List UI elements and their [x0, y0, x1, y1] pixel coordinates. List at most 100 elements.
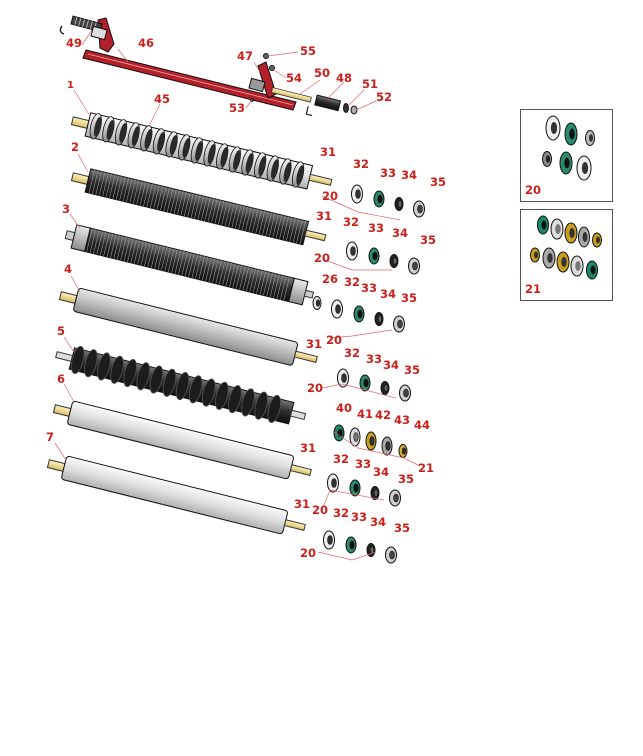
roller-groove	[120, 236, 127, 261]
spiral-flight	[241, 388, 255, 417]
kit20-seal-green-bore	[569, 128, 575, 140]
roller-groove	[286, 217, 293, 241]
roller-groove	[126, 178, 133, 203]
kit21-seal-gray-bore	[555, 224, 561, 234]
roller-groove	[153, 185, 160, 209]
kit20-bearing-bore	[588, 134, 594, 142]
roller-groove	[200, 196, 208, 221]
spiral-flight	[110, 355, 124, 384]
roller-groove	[119, 177, 126, 201]
roller-groove	[224, 202, 232, 227]
roller-groove	[122, 177, 129, 202]
callout-35: 35	[401, 291, 417, 305]
roller-groove	[183, 192, 191, 217]
roller-ring-groove	[270, 159, 279, 179]
callout-20: 20	[307, 381, 323, 395]
callout-20: 20	[314, 251, 330, 265]
bearing-35-bore	[403, 388, 409, 398]
kit20-seal-bore	[550, 122, 558, 134]
roller-groove	[249, 268, 256, 293]
callout-47: 47	[237, 49, 253, 63]
kit21-seal-green-bore	[541, 220, 547, 230]
callout-35: 35	[404, 363, 420, 377]
roller-groove	[238, 205, 245, 230]
callout-44: 44	[414, 418, 430, 432]
roller-groove	[296, 219, 303, 244]
rod-50	[270, 87, 312, 103]
roller-groove	[198, 256, 205, 280]
roller-groove	[115, 176, 123, 200]
roller-groove	[207, 198, 215, 222]
roller-ring-groove	[169, 135, 178, 155]
callout-32: 32	[344, 346, 360, 360]
callout-46: 46	[138, 36, 154, 50]
seal-32-bore	[350, 246, 356, 256]
callout-34: 34	[392, 226, 408, 240]
roller-groove	[242, 266, 249, 291]
roller-groove	[154, 245, 161, 269]
roller-groove	[248, 208, 255, 232]
roller-groove	[292, 219, 300, 243]
spiral-flight	[254, 391, 268, 420]
roller-groove	[136, 181, 143, 205]
roller-groove	[181, 251, 188, 276]
seal-32-bore	[355, 189, 361, 199]
roller-groove	[174, 250, 182, 274]
callout-4: 4	[64, 262, 72, 276]
roller-groove	[232, 264, 239, 288]
roller-groove	[235, 265, 243, 289]
callout-1: 1	[67, 80, 74, 91]
kit20-seal-2-bore	[581, 162, 589, 174]
callout-32: 32	[333, 452, 349, 466]
roller-groove	[246, 267, 253, 292]
roller-groove	[96, 231, 103, 255]
roller-groove	[139, 182, 146, 206]
roller-groove	[116, 236, 124, 260]
lever-pivot	[248, 77, 266, 93]
roller-groove	[218, 261, 226, 285]
roller-groove	[258, 210, 266, 235]
bearing-35-bore	[397, 319, 403, 329]
callout-33: 33	[351, 510, 367, 524]
roller-4	[58, 287, 318, 366]
kit21-washer-gold-bore	[595, 236, 601, 244]
roller-groove	[269, 273, 277, 298]
callout-20: 20	[322, 189, 338, 203]
roller-ring-groove	[93, 117, 102, 137]
washer-34-bore	[369, 546, 375, 554]
roller-groove	[262, 211, 269, 236]
roller-groove	[110, 234, 117, 258]
spiral-flight	[71, 345, 85, 374]
roller-2	[70, 168, 327, 246]
callout-49: 49	[66, 36, 82, 50]
seal-32-bore	[341, 373, 347, 383]
roller-groove	[276, 275, 283, 299]
spiral-flight	[136, 362, 150, 391]
roller-groove	[86, 228, 93, 253]
roller-6	[52, 400, 312, 480]
roller-groove	[132, 180, 140, 204]
seal-32-bore	[335, 304, 341, 314]
lever-arm	[257, 61, 277, 99]
roller-groove	[252, 209, 259, 233]
callout-35: 35	[394, 521, 410, 535]
roller-groove	[146, 183, 153, 208]
roller-ring-groove	[296, 165, 304, 185]
callout-26: 26	[322, 272, 338, 286]
callout-32: 32	[353, 157, 369, 171]
callout-31: 31	[316, 209, 332, 223]
roller-groove	[93, 230, 100, 254]
seal-33-bore	[353, 483, 359, 493]
roller-groove	[161, 246, 168, 271]
spiral-flight	[162, 368, 177, 397]
roller-groove	[149, 184, 157, 208]
roller-ring-groove	[258, 156, 266, 176]
seal-33-bore	[349, 540, 355, 550]
roller-groove	[231, 204, 238, 228]
roller-groove	[299, 220, 306, 245]
kit-20-label: 20	[525, 183, 542, 197]
roller-groove	[194, 195, 201, 219]
roller-groove	[177, 191, 184, 215]
kit21-seal-gold-bore	[569, 228, 575, 238]
